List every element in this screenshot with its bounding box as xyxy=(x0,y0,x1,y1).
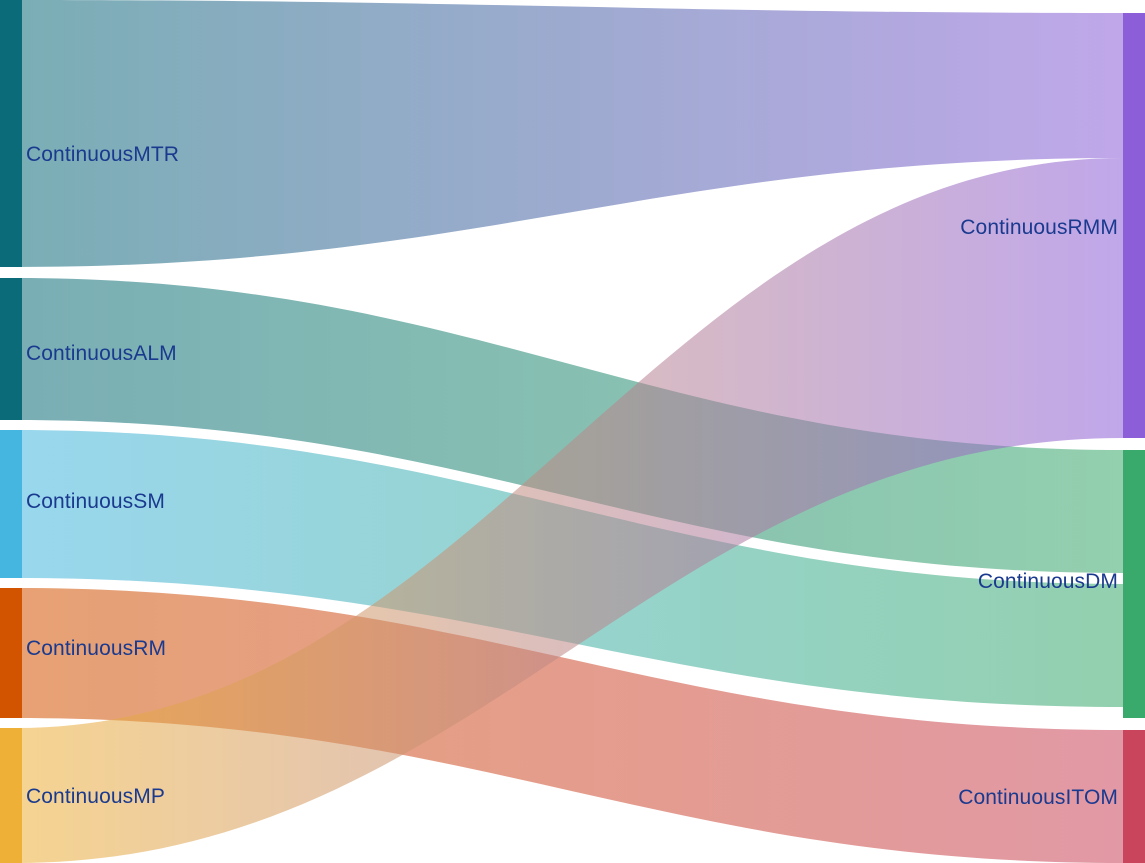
sankey-node-continuousmp[interactable] xyxy=(0,728,22,863)
sankey-link-continuousmp-to-continuousrmm[interactable] xyxy=(16,158,1123,863)
node-label-continuousdm: ContinuousDM xyxy=(977,570,1118,593)
sankey-node-continuousrm[interactable] xyxy=(0,588,22,718)
node-label-continuoussm: ContinuousSM xyxy=(26,490,165,513)
sankey-links xyxy=(16,0,1123,863)
node-label-continuousitom: ContinuousITOM xyxy=(958,786,1118,809)
sankey-link-continuousalm-to-continuousdm[interactable] xyxy=(16,278,1123,573)
node-label-continuousalm: ContinuousALM xyxy=(26,342,177,365)
sankey-link-continuousmtr-to-continuousrmm[interactable] xyxy=(16,0,1123,267)
sankey-node-continuousalm[interactable] xyxy=(0,278,22,420)
node-label-continuousrm: ContinuousRM xyxy=(26,637,167,660)
sankey-node-continuousmtr[interactable] xyxy=(0,0,22,267)
sankey-node-continuoussm[interactable] xyxy=(0,430,22,578)
node-label-continuousrmm: ContinuousRMM xyxy=(960,216,1118,239)
sankey-node-continuousdm[interactable] xyxy=(1123,450,1145,718)
sankey-node-continuousrmm[interactable] xyxy=(1123,13,1145,438)
node-label-continuousmp: ContinuousMP xyxy=(26,785,165,808)
node-label-continuousmtr: ContinuousMTR xyxy=(26,143,180,166)
sankey-node-continuousitom[interactable] xyxy=(1123,730,1145,863)
